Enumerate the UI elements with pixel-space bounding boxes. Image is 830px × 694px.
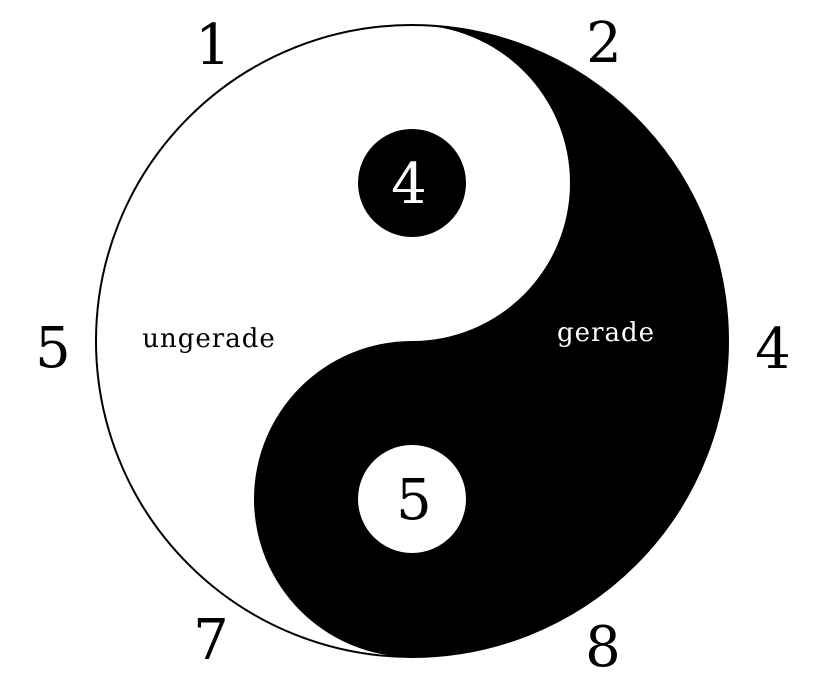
outer-number-bottom-left: 7	[193, 608, 229, 673]
lower-white-dot	[358, 445, 466, 553]
outer-number-top-right: 2	[586, 11, 622, 76]
white-half-label: ungerade	[142, 324, 275, 354]
outer-number-bottom-right: 8	[585, 615, 621, 680]
upper-dot-number: 4	[391, 152, 427, 217]
outer-number-left: 5	[35, 316, 71, 381]
outer-number-top-left: 1	[195, 13, 231, 78]
outer-number-right: 4	[755, 317, 791, 382]
lower-dot-number: 5	[396, 468, 432, 533]
upper-black-dot	[358, 129, 466, 237]
black-half-label: gerade	[557, 318, 655, 348]
